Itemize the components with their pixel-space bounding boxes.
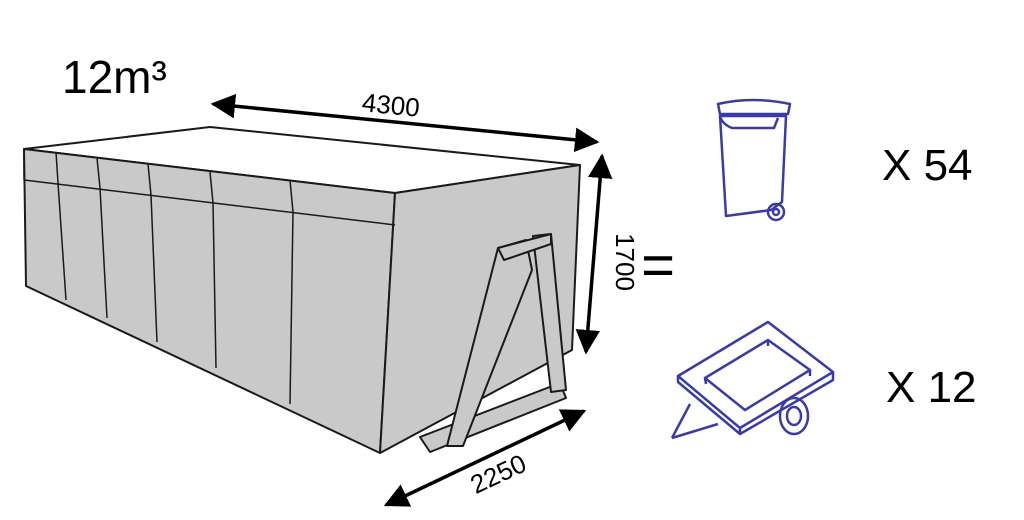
height-dimension: 1700 — [575, 153, 640, 355]
skip-ribs — [55, 151, 294, 405]
height-label: 1700 — [610, 233, 640, 291]
trailer-icon — [670, 320, 835, 440]
length-arrow — [210, 93, 600, 153]
skip-rim-line — [23, 179, 396, 226]
trailer-multiplier: X 12 — [886, 363, 977, 412]
width-arrow — [383, 409, 587, 507]
height-arrow — [575, 153, 613, 355]
width-label: 2250 — [466, 448, 531, 500]
skip-container — [23, 126, 581, 454]
skip-end-face — [379, 164, 581, 454]
bin-multiplier: X 54 — [882, 141, 973, 190]
wheelie-bin-icon — [716, 98, 792, 222]
length-label: 4300 — [361, 87, 421, 123]
skip-front-side — [23, 148, 396, 454]
length-dimension: 4300 — [210, 87, 600, 153]
equals-sign: = — [641, 233, 675, 298]
volume-label: 12m³ — [62, 51, 167, 103]
